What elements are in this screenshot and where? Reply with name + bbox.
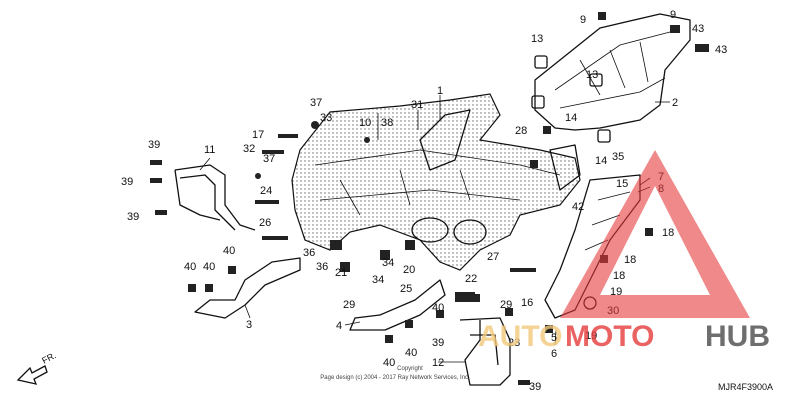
callout: 28 — [515, 125, 527, 137]
callout: 18 — [662, 227, 674, 239]
callout: 34 — [382, 257, 394, 269]
callout: 43 — [715, 44, 727, 56]
main-frame — [291, 93, 581, 271]
front-direction-indicator: FR. — [16, 350, 58, 385]
bolts — [150, 12, 709, 385]
callout: 33 — [320, 112, 332, 124]
copyright-line-1: Copyright — [397, 366, 423, 372]
callout: 9 — [670, 9, 676, 21]
callout: 40 — [432, 302, 444, 314]
callout: 15 — [616, 178, 628, 190]
callout: 6 — [551, 348, 557, 360]
callout: 32 — [243, 143, 255, 155]
watermark-logo: AUTO MOTO HUB — [478, 150, 770, 353]
callout: 4 — [336, 320, 342, 332]
callout: 40 — [383, 357, 395, 369]
callout: 36 — [303, 247, 315, 259]
callout: 34 — [372, 274, 384, 286]
callout: 36 — [316, 261, 328, 273]
callout: 25 — [400, 283, 412, 295]
watermark-word-hub: HUB — [705, 320, 770, 353]
copyright-line-2: Page design (c) 2004 - 2017 Ray Network … — [320, 375, 470, 381]
callout: 39 — [127, 211, 139, 223]
callout: 24 — [260, 185, 272, 197]
callout: 20 — [403, 264, 415, 276]
callout: 42 — [572, 201, 584, 213]
callout: 40 — [184, 261, 196, 273]
callout: 39 — [121, 176, 133, 188]
callout: 40 — [223, 245, 235, 257]
callout: 13 — [586, 69, 598, 81]
callout: 21 — [335, 267, 347, 279]
callout: 18 — [613, 270, 625, 282]
callout: 39 — [432, 337, 444, 349]
callout: 43 — [692, 23, 704, 35]
callout: 39 — [529, 381, 541, 393]
step-bracket-center — [349, 279, 446, 331]
callout: 11 — [204, 144, 215, 156]
callout: 18 — [624, 254, 636, 266]
callout: 40 — [405, 347, 417, 359]
watermark-triangle-icon — [560, 150, 750, 318]
callout: 19 — [585, 330, 597, 342]
callout-labels: 1 2 3 4 5 6 7 8 9 9 10 11 12 13 13 14 14… — [121, 9, 727, 393]
callout: 29 — [500, 299, 512, 311]
callout: 40 — [203, 261, 215, 273]
leader-lines — [199, 95, 670, 363]
callout: 27 — [487, 251, 499, 263]
watermark-word-moto: MOTO — [565, 320, 654, 353]
callout: 38 — [381, 117, 393, 129]
front-arrow-icon — [16, 365, 48, 385]
callout: 26 — [259, 217, 271, 229]
callout: 39 — [148, 139, 160, 151]
watermark-word-auto: AUTO — [478, 320, 562, 353]
callout: 35 — [612, 151, 624, 163]
callout: 29 — [343, 299, 355, 311]
callout: 1 — [437, 85, 443, 97]
callout: 3 — [246, 319, 252, 331]
step-bracket-left — [194, 257, 301, 319]
rear-subframe — [531, 13, 691, 143]
callout: 37 — [310, 97, 322, 109]
callout: 9 — [580, 14, 586, 26]
callout: 14 — [565, 112, 577, 124]
front-label: FR. — [40, 350, 57, 366]
lower-guard — [459, 317, 511, 386]
callout: 2 — [672, 97, 678, 109]
callout: 12 — [432, 357, 444, 369]
callout: 17 — [252, 129, 264, 141]
engine-guard — [174, 164, 256, 231]
callout: 16 — [521, 297, 533, 309]
callout: 5 — [551, 332, 557, 344]
callout: 22 — [465, 273, 477, 285]
callout: 31 — [411, 99, 423, 111]
callout: 10 — [359, 117, 371, 129]
callout: 37 — [263, 153, 275, 165]
callout: 23 — [508, 337, 520, 349]
callout: 13 — [531, 33, 543, 45]
diagram-code: MJR4F3900A — [718, 382, 773, 392]
callout: 14 — [595, 155, 607, 167]
